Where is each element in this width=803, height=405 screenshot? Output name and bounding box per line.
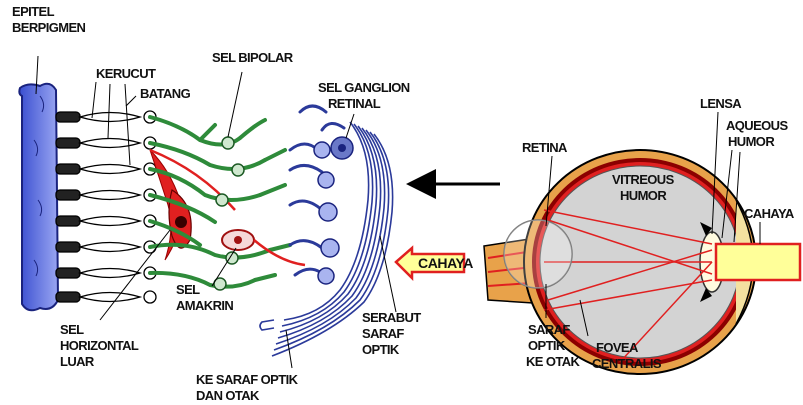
cahaya-left-label: CAHAYA: [418, 255, 473, 271]
label-saraf-optik-3: KE OTAK: [526, 354, 581, 369]
photoreceptors: [56, 111, 156, 303]
label-retina: RETINA: [522, 140, 568, 155]
label-sel-amakrin-2: AMAKRIN: [176, 298, 233, 313]
photoreceptor-row: [56, 267, 156, 279]
label-serabut-3: OPTIK: [362, 342, 400, 357]
label-sel-horizontal-1: SEL: [60, 322, 84, 337]
label-vitreous-2: HUMOR: [620, 188, 667, 203]
label-saraf-optik-1: SARAF: [528, 322, 570, 337]
cahaya-arrow-left: CAHAYA: [396, 248, 473, 278]
label-sel-bipolar: SEL BIPOLAR: [212, 50, 294, 65]
label-kerucut: KERUCUT: [96, 66, 156, 81]
label-saraf-optik-2: OPTIK: [528, 338, 566, 353]
label-sel-horizontal-2: HORIZONTAL: [60, 338, 139, 353]
photoreceptor-row: [56, 163, 156, 175]
label-sel-horizontal-3: LUAR: [60, 354, 95, 369]
label-lensa: LENSA: [700, 96, 742, 111]
photoreceptor-row: [56, 137, 156, 149]
label-vitreous-1: VITREOUS: [612, 172, 675, 187]
label-fovea-1: FOVEA: [596, 340, 639, 355]
bipolar-cell-bodies: [214, 137, 244, 290]
label-aqueous-2: HUMOR: [728, 134, 775, 149]
label-serabut-1: SERABUT: [362, 310, 421, 325]
label-serabut-2: SARAF: [362, 326, 404, 341]
label-cahaya-right: CAHAYA: [744, 206, 795, 221]
label-batang: BATANG: [140, 86, 191, 101]
label-ke-saraf-optik-1: KE SARAF OPTIK: [196, 372, 299, 387]
label-epitel: EPITEL: [12, 4, 55, 19]
label-sel-amakrin-1: SEL: [176, 282, 200, 297]
label-berpigmen: BERPIGMEN: [12, 20, 86, 35]
ganglion-cells: [290, 106, 353, 284]
photoreceptor-row: [56, 189, 156, 201]
label-retinal: RETINAL: [328, 96, 381, 111]
label-ke-saraf-optik-2: DAN OTAK: [196, 388, 260, 403]
label-sel-ganglion: SEL GANGLION: [318, 80, 410, 95]
photoreceptor-row: [56, 241, 156, 253]
label-aqueous-1: AQUEOUS: [726, 118, 788, 133]
photoreceptor-row: [56, 291, 156, 303]
photoreceptor-row: [56, 215, 156, 227]
pigment-epithelium: [19, 84, 58, 311]
photoreceptor-row: [56, 111, 156, 123]
label-fovea-2: CENTRALIS: [592, 356, 662, 371]
